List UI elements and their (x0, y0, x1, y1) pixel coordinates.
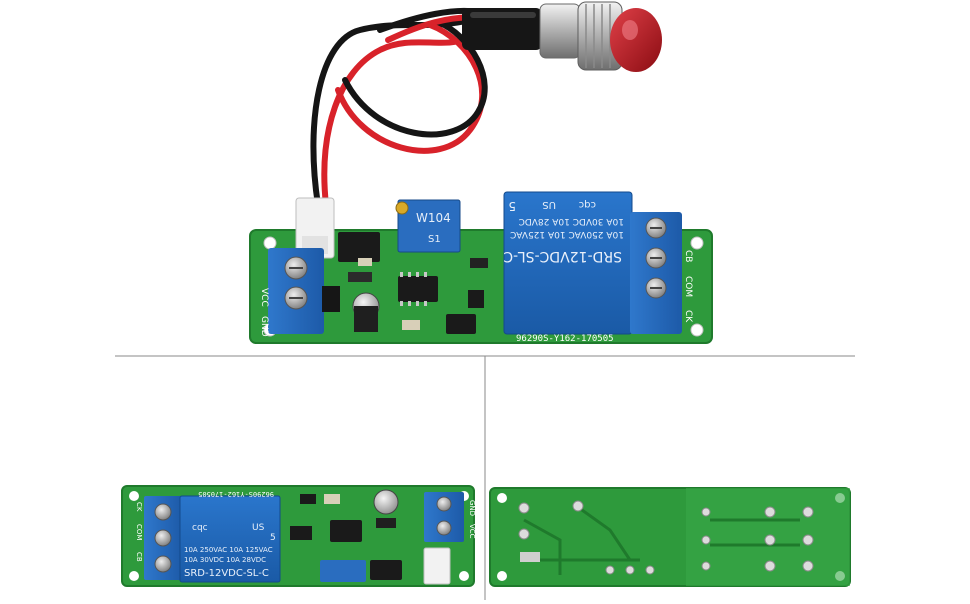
relay-rating-1: 10A 250VAC 10A 125VAC (510, 229, 624, 239)
label-ck: CK (683, 310, 693, 323)
relay-number: 5 (508, 199, 516, 213)
pot-label: W104 (416, 211, 451, 225)
pot-sub-label: S1 (428, 234, 441, 245)
relay-model-label-2: SRD-12VDC-SL-C (184, 568, 269, 579)
board-serial-2: 96290S-Y162-170505 (198, 490, 274, 498)
relay-module-bottom-back (489, 487, 851, 587)
label-com: COM (683, 276, 693, 297)
label-gnd: GND (259, 316, 269, 337)
relay-rating-2: 10A 30VDC 10A 28VDC (519, 216, 624, 226)
relay-us-mark-2: US (252, 523, 265, 533)
relay-module-bottom-front: cqc US 5 10A 250VAC 10A 125VAC 10A 30VDC… (121, 485, 476, 587)
relay-number-2: 5 (270, 533, 276, 543)
label-cb-2: CB (135, 552, 143, 562)
relay-module-top: W104 S1 SRD-12VDC-SL-C 10A 250VAC 10A 12… (249, 191, 713, 344)
relay-rating-b2: 10A 30VDC 10A 28VDC (184, 556, 266, 564)
label-vcc: VCC (259, 288, 269, 307)
push-button (462, 1, 662, 72)
wire-harness (310, 7, 488, 208)
label-com-2: COM (135, 524, 143, 540)
relay-rating-b1: 10A 250VAC 10A 125VAC (184, 546, 273, 554)
label-vcc-2: VCC (468, 524, 476, 539)
label-cb: CB (683, 250, 693, 262)
board-serial: 96290S-Y162-170505 (516, 334, 614, 344)
label-ck-2: CK (135, 502, 143, 512)
label-gnd-2: GND (468, 500, 476, 516)
relay-us-mark: US (542, 199, 556, 210)
relay-cert-mark: cqc (579, 199, 596, 210)
relay-model-label: SRD-12VDC-SL-C (503, 248, 622, 264)
relay-cert-mark-2: cqc (192, 523, 208, 533)
